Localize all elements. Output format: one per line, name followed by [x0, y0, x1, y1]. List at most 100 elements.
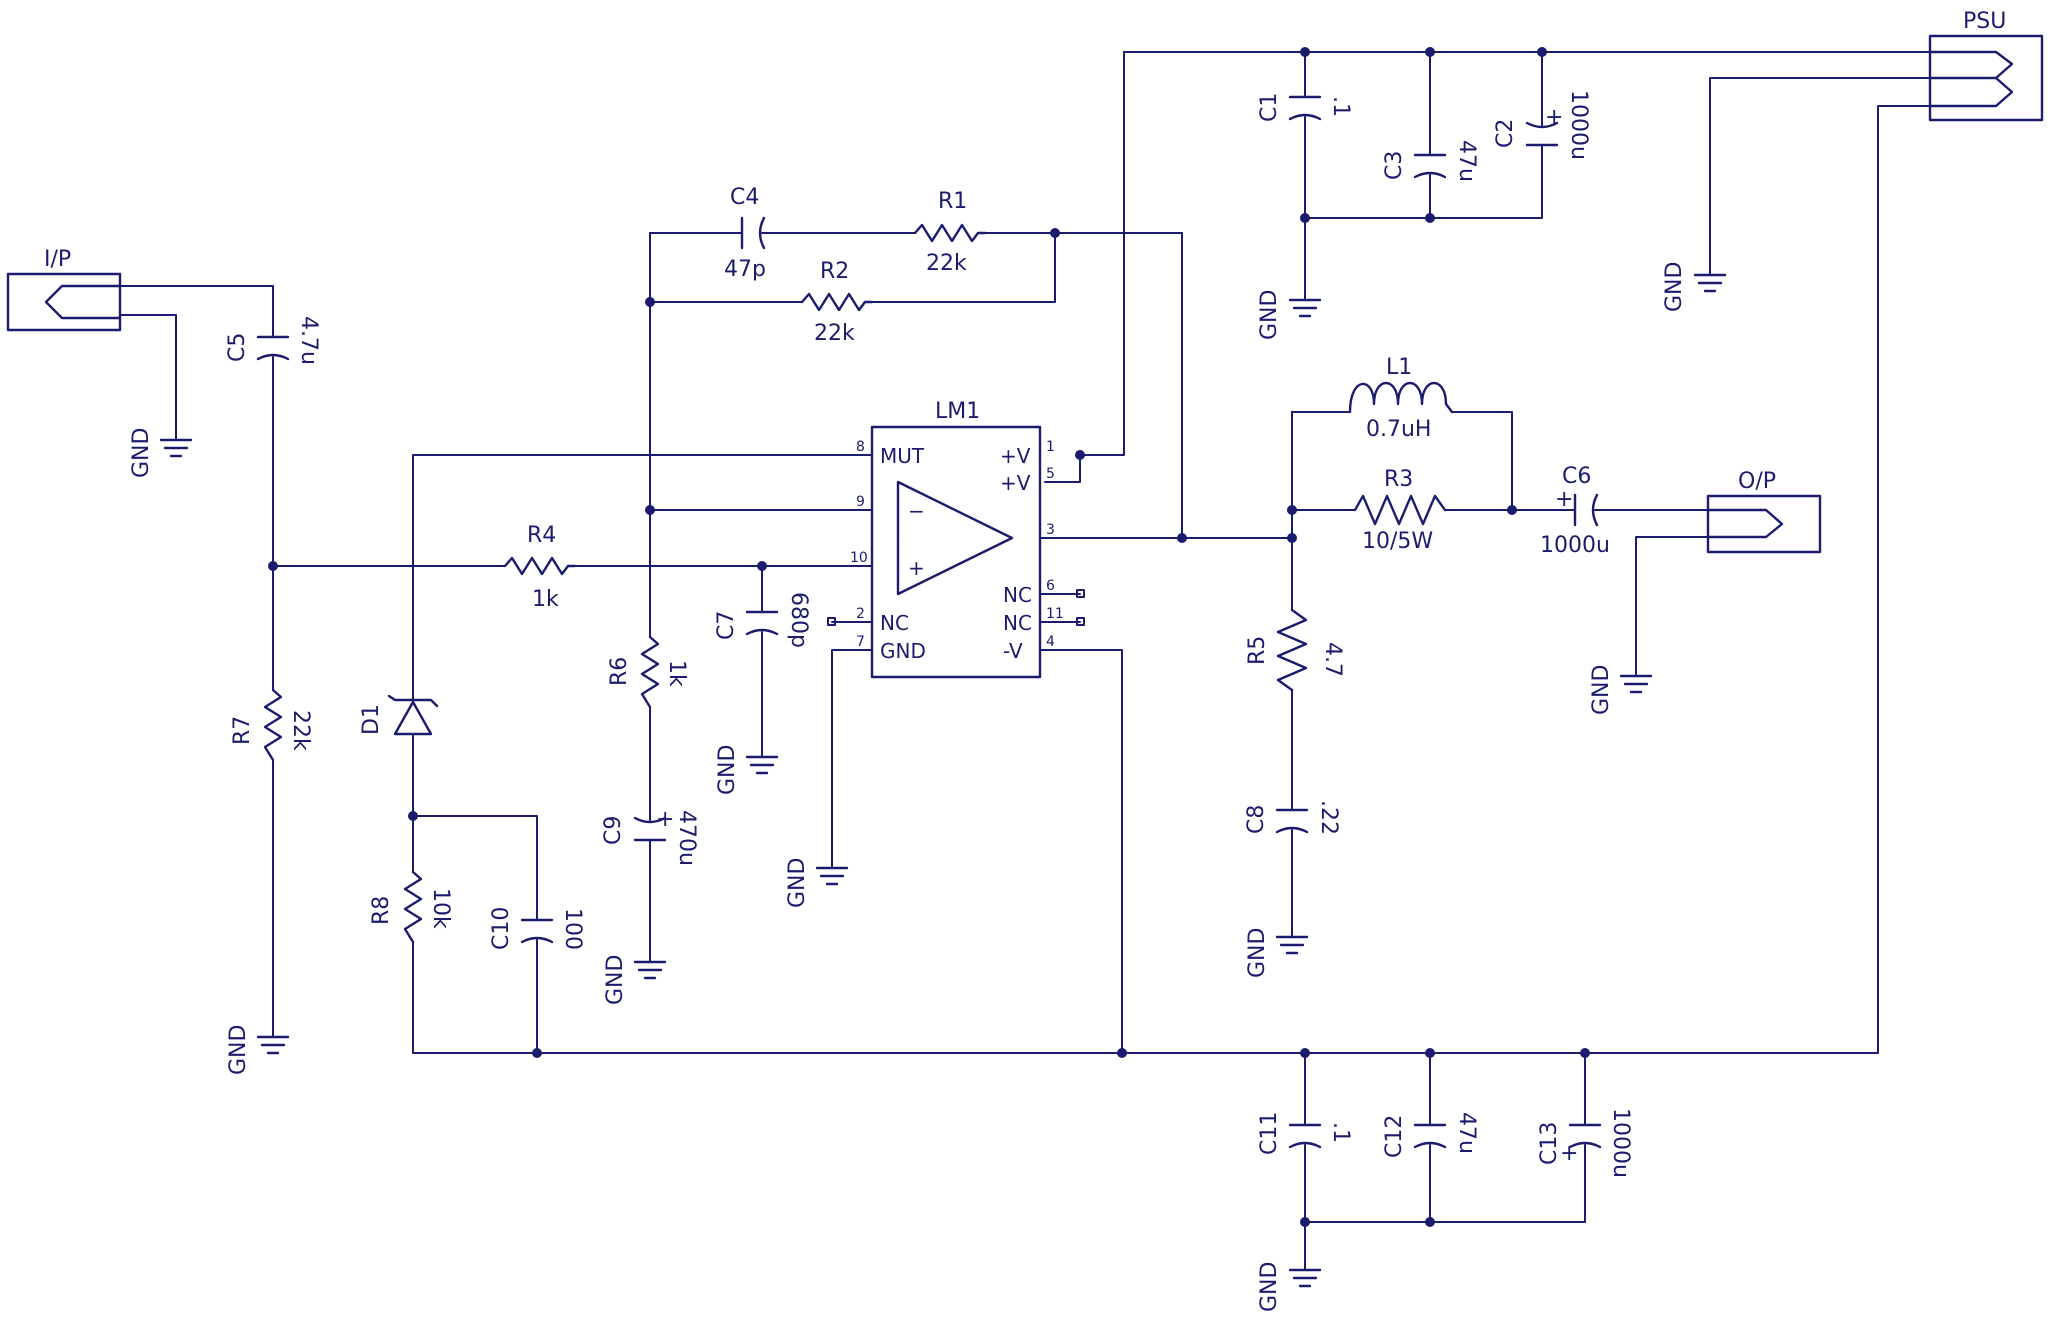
junction-dot: [1075, 450, 1085, 460]
resistor-r3-value-label: 10/5W: [1362, 529, 1433, 554]
resistor-r6: R6 1k: [607, 635, 689, 709]
capacitor-c4-value-label: 47p: [724, 257, 766, 282]
input-connector: I/P: [6, 247, 122, 332]
wires: [119, 51, 1931, 1271]
capacitor-c13-polarity-mark: +: [1560, 1141, 1578, 1166]
ground-psu: GND: [1662, 262, 1727, 312]
ground-label: GND: [226, 1025, 251, 1075]
capacitor-c13: + C13 1000u: [1537, 1108, 1633, 1178]
capacitor-c11-value-label: .1: [1328, 1122, 1353, 1143]
resistor-r8-ref-label: R8: [369, 896, 394, 925]
resistor-r2-value-label: 22k: [814, 321, 855, 346]
ground-c7: GND: [715, 745, 779, 795]
output-connector-label: O/P: [1738, 469, 1776, 494]
ground-c9: GND: [603, 955, 667, 1005]
junction-dot: [1117, 1048, 1127, 1058]
ic-pin-number: 9: [856, 494, 865, 510]
capacitor-c9-ref-label: C9: [601, 816, 626, 845]
capacitor-c9-value-label: 470u: [674, 810, 699, 866]
ground-c11-column: GND: [1257, 1262, 1322, 1312]
ground-ic-pin7: GND: [785, 858, 849, 908]
ic-pin-label: +: [908, 556, 925, 580]
capacitor-c1-value-label: .1: [1328, 96, 1353, 117]
capacitor-c13-ref-label: C13: [1537, 1122, 1562, 1165]
ground-label: GND: [1257, 1262, 1282, 1312]
resistor-r4-ref-label: R4: [527, 523, 556, 548]
ground-r7: GND: [226, 1025, 290, 1075]
capacitor-c3-ref-label: C3: [1382, 151, 1407, 180]
capacitor-c13-value-label: 1000u: [1608, 1108, 1633, 1178]
ic-pin-number: 1: [1046, 439, 1055, 455]
ground-label: GND: [1245, 928, 1270, 978]
capacitor-c10-ref-label: C10: [489, 907, 514, 950]
capacitor-c5-value-label: 4.7u: [296, 316, 321, 365]
ic-pin-label: NC: [1003, 611, 1032, 635]
junction-dot: [1300, 213, 1310, 223]
capacitor-c2-value-label: 1000u: [1566, 90, 1591, 160]
ground-input: GND: [129, 428, 193, 478]
capacitor-c7-value-label: 680p: [786, 592, 811, 648]
capacitor-c8-ref-label: C8: [1244, 805, 1269, 834]
capacitor-c5-ref-label: C5: [225, 333, 250, 362]
ic-pin-number: 10: [850, 550, 868, 566]
junction-dot: [1537, 47, 1547, 57]
capacitor-c12-value-label: 47u: [1454, 1112, 1479, 1154]
capacitor-c6-ref-label: C6: [1562, 464, 1591, 489]
ground-label: GND: [785, 858, 810, 908]
inductor-l1-value-label: 0.7uH: [1366, 417, 1431, 442]
ground-label: GND: [1662, 262, 1687, 312]
junction-dot: [268, 561, 278, 571]
psu-connector-label: PSU: [1963, 9, 2006, 34]
ground-c8: GND: [1245, 928, 1309, 978]
capacitor-c6-value-label: 1000u: [1540, 533, 1610, 558]
ic-name: LM1: [935, 399, 980, 424]
resistor-r1-value-label: 22k: [926, 251, 967, 276]
junctions: [268, 47, 1590, 1227]
resistor-r8-value-label: 10k: [428, 888, 453, 929]
junction-dot: [1580, 1048, 1590, 1058]
ic-pin-label: −: [908, 499, 925, 523]
capacitor-c1: C1 .1: [1257, 93, 1353, 122]
capacitor-c10-value-label: 100: [560, 908, 585, 950]
resistor-r1: R1 22k: [913, 189, 987, 276]
output-connector: O/P: [1706, 469, 1822, 554]
ic-pin-number: 6: [1046, 578, 1055, 594]
resistor-r7: R7 22k: [230, 688, 313, 762]
ground-label: GND: [603, 955, 628, 1005]
resistor-r8: R8 10k: [369, 870, 453, 944]
capacitor-c12-ref-label: C12: [1382, 1115, 1407, 1158]
resistor-r2: R2 22k: [800, 259, 874, 346]
resistor-r4-value-label: 1k: [532, 587, 559, 612]
capacitor-c7: C7 680p: [714, 592, 811, 648]
resistor-r3: R3 10/5W: [1353, 467, 1447, 554]
capacitor-c7-ref-label: C7: [714, 611, 739, 640]
capacitor-c3: C3 47u: [1382, 140, 1479, 182]
junction-dot: [1507, 505, 1517, 515]
ic-pin-number: 8: [856, 439, 865, 455]
capacitor-c10: C10 100: [489, 907, 585, 950]
junction-dot: [1300, 1048, 1310, 1058]
capacitor-c9: + C9 470u: [601, 807, 699, 866]
ic-pin-number: 11: [1046, 606, 1064, 622]
junction-dot: [1287, 533, 1297, 543]
junction-dot: [532, 1048, 542, 1058]
resistor-r4: R4 1k: [503, 523, 577, 612]
resistor-r3-ref-label: R3: [1384, 467, 1413, 492]
ground-label: GND: [1589, 665, 1614, 715]
capacitor-c2: + C2 1000u: [1493, 90, 1591, 160]
junction-dot: [1177, 533, 1187, 543]
capacitor-c6-polarity-mark: +: [1555, 487, 1573, 512]
junction-dot: [1300, 1217, 1310, 1227]
resistor-r7-ref-label: R7: [230, 716, 255, 745]
ground-label: GND: [715, 745, 740, 795]
capacitor-c12: C12 47u: [1382, 1112, 1479, 1158]
resistor-r5-ref-label: R5: [1245, 636, 1270, 665]
ground-label: GND: [129, 428, 154, 478]
ic-pin-label: NC: [1003, 583, 1032, 607]
ground-output: GND: [1589, 665, 1653, 715]
junction-dot: [1300, 47, 1310, 57]
capacitor-c9-polarity-mark: +: [656, 807, 674, 832]
capacitor-c11: C11 .1: [1257, 1112, 1353, 1155]
capacitor-c2-ref-label: C2: [1493, 119, 1518, 148]
